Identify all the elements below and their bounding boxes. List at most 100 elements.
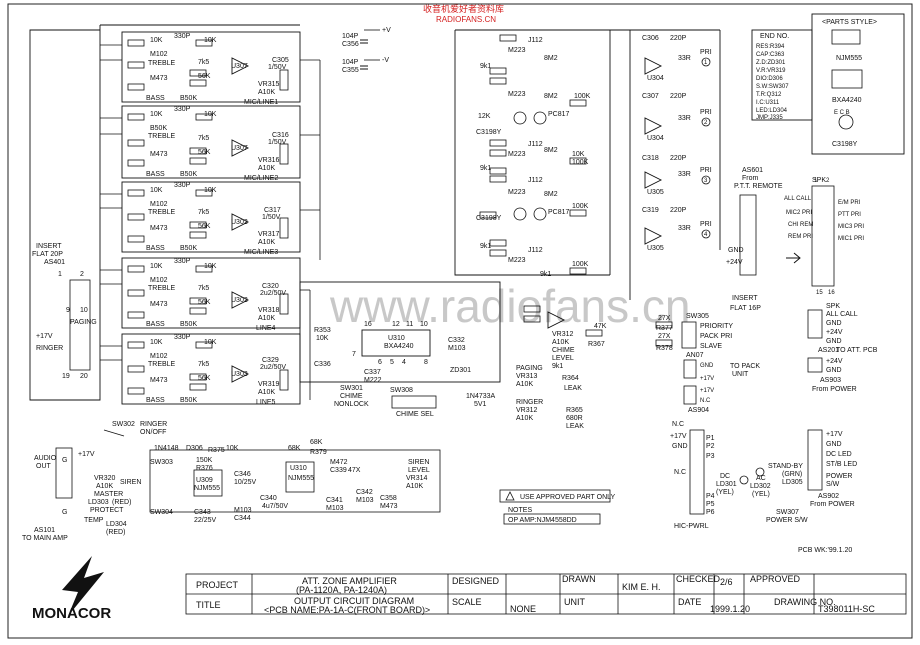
svg-text:AS904: AS904 (688, 407, 709, 414)
svg-text:2u2/50V: 2u2/50V (260, 364, 286, 371)
svg-text:10: 10 (420, 321, 428, 328)
svg-text:PRI: PRI (700, 221, 712, 228)
svg-text:100K: 100K (572, 203, 589, 210)
svg-text:PC817: PC817 (548, 111, 570, 118)
svg-text:C336: C336 (314, 361, 331, 368)
svg-text:1/50V: 1/50V (268, 64, 287, 71)
svg-text:330P: 330P (174, 334, 191, 341)
as902-block: +17V GND DC LED ST/B LED POWER S/W AS902… (716, 429, 857, 524)
svg-text:5: 5 (390, 359, 394, 366)
priority-section: 12K C3198Y PC817 C3198Y PC817 J112 J112 … (454, 29, 721, 300)
svg-text:9k1: 9k1 (552, 363, 563, 370)
svg-text:From POWER: From POWER (812, 386, 857, 393)
svg-text:MIC/LINE3: MIC/LINE3 (244, 249, 278, 256)
svg-text:CHI REM: CHI REM (788, 222, 813, 228)
svg-text:TEMP: TEMP (84, 517, 104, 524)
svg-text:AS101: AS101 (34, 527, 55, 534)
svg-text:R367: R367 (588, 341, 605, 348)
svg-text:M103: M103 (326, 505, 344, 512)
svg-text:1N4148: 1N4148 (154, 445, 179, 452)
svg-text:10: 10 (80, 307, 88, 314)
svg-text:B50K: B50K (180, 95, 197, 102)
svg-text:SCALE: SCALE (452, 597, 482, 607)
svg-text:M103: M103 (448, 345, 466, 352)
svg-text:INSERT: INSERT (732, 295, 758, 302)
svg-text:C342: C342 (356, 489, 373, 496)
svg-text:NOTES: NOTES (508, 507, 532, 514)
svg-text:7: 7 (352, 351, 356, 358)
svg-text:U310: U310 (290, 465, 307, 472)
svg-text:N.C: N.C (672, 421, 684, 428)
svg-text:JMP:J335: JMP:J335 (756, 115, 783, 121)
svg-text:SLAVE: SLAVE (700, 343, 722, 350)
svg-text:OUTPUT CIRCUIT DIAGRAM: OUTPUT CIRCUIT DIAGRAM (294, 596, 414, 606)
svg-text:C329: C329 (262, 357, 279, 364)
svg-text:SW302: SW302 (112, 421, 135, 428)
svg-text:56K: 56K (198, 375, 211, 382)
svg-text:DC LED: DC LED (826, 451, 852, 458)
channel-block-1: 10K 330P 10K M102 TREBLE M473 7k5 56K BA… (121, 31, 301, 106)
svg-text:+17V: +17V (36, 333, 53, 340)
supply-caps: +V -V 104P C356 104P C355 (342, 27, 391, 74)
channel-block-2: 10K 330P 10K B50K TREBLE M473 7k5 56K BA… (121, 105, 301, 182)
svg-text:220P: 220P (670, 93, 687, 100)
svg-text:C356: C356 (342, 41, 359, 48)
svg-text:From POWER: From POWER (810, 501, 855, 508)
svg-text:V.R:VR319: V.R:VR319 (756, 68, 786, 74)
svg-text:B50K: B50K (150, 125, 167, 132)
svg-text:M473: M473 (150, 377, 168, 384)
pcb-ref: PCB WK:'99.1.20 (798, 547, 852, 554)
svg-text:BXA4240: BXA4240 (384, 343, 414, 350)
svg-text:I.C:U311: I.C:U311 (756, 100, 780, 106)
svg-text:19: 19 (62, 373, 70, 380)
svg-text:220P: 220P (670, 155, 687, 162)
svg-text:M223: M223 (508, 47, 526, 54)
svg-text:+V: +V (382, 27, 391, 34)
svg-text:BASS: BASS (146, 321, 165, 328)
as601-block: AS601 From P.T.T. REMOTE GND +24V INSERT… (726, 167, 864, 312)
svg-text:U302: U302 (231, 219, 248, 226)
svg-text:9k1: 9k1 (480, 165, 491, 172)
svg-text:27X: 27X (658, 333, 671, 340)
svg-text:+24V: +24V (726, 259, 743, 266)
svg-text:VR318: VR318 (258, 307, 280, 314)
svg-text:C344: C344 (234, 515, 251, 522)
svg-text:GND: GND (826, 338, 842, 345)
svg-text:C341: C341 (326, 497, 343, 504)
level-controls: 47K R367 VR312 A10K CHIME LEVEL PAGING V… (299, 281, 607, 430)
svg-text:LINE4: LINE4 (256, 325, 276, 332)
svg-text:R378: R378 (656, 345, 673, 352)
svg-text:OP AMP:NJM4558DD: OP AMP:NJM4558DD (508, 517, 577, 524)
svg-text:M473: M473 (150, 151, 168, 158)
svg-text:U305: U305 (647, 245, 664, 252)
svg-text:U305: U305 (647, 189, 664, 196)
svg-text:PROTECT: PROTECT (90, 507, 124, 514)
svg-text:+17V: +17V (78, 451, 95, 458)
svg-text:C346: C346 (234, 471, 251, 478)
svg-text:MIC/LINE2: MIC/LINE2 (244, 175, 278, 182)
svg-text:56K: 56K (198, 73, 211, 80)
svg-text:C307: C307 (642, 93, 659, 100)
svg-text:68K: 68K (288, 445, 301, 452)
svg-text:SW305: SW305 (686, 313, 709, 320)
svg-text:A10K: A10K (258, 315, 275, 322)
svg-text:1: 1 (58, 271, 62, 278)
svg-text:330P: 330P (174, 106, 191, 113)
svg-text:15: 15 (816, 290, 823, 296)
svg-text:VR319: VR319 (258, 381, 280, 388)
svg-text:GND: GND (672, 443, 688, 450)
svg-text:A10K: A10K (96, 483, 113, 490)
svg-text:STAND-BY: STAND-BY (768, 463, 803, 470)
svg-text:MIC1 PRI: MIC1 PRI (838, 236, 864, 242)
svg-text:C320: C320 (262, 283, 279, 290)
svg-text:330P: 330P (174, 182, 191, 189)
svg-text:ST/B LED: ST/B LED (826, 461, 857, 468)
svg-text:47K: 47K (594, 323, 607, 330)
svg-text:U307: U307 (231, 63, 248, 70)
svg-text:2: 2 (826, 178, 830, 184)
svg-text:AC: AC (756, 475, 766, 482)
svg-text:5V1: 5V1 (474, 401, 487, 408)
svg-text:ATT. ZONE AMPLIFIER: ATT. ZONE AMPLIFIER (302, 576, 397, 586)
svg-text:AS201: AS201 (818, 347, 839, 354)
svg-text:VR316: VR316 (258, 157, 280, 164)
